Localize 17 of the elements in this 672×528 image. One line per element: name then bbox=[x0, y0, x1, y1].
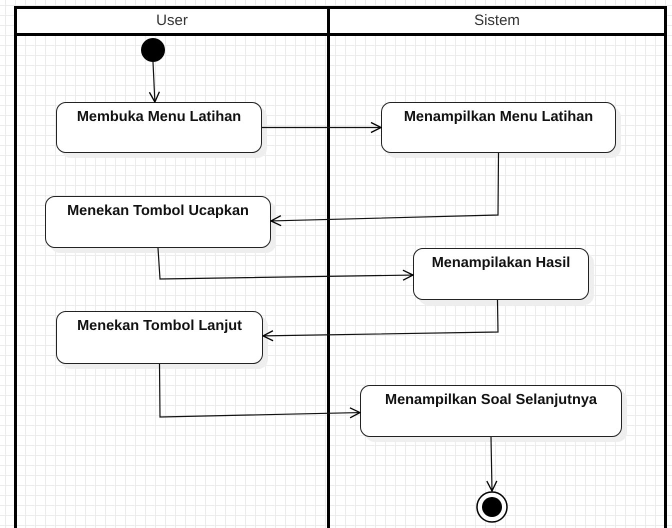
arrow bbox=[158, 364, 361, 418]
activity-label: Menampilakan Hasil bbox=[432, 255, 570, 271]
swimlane bbox=[14, 6, 330, 528]
arrow bbox=[262, 300, 499, 342]
arrow bbox=[157, 248, 414, 281]
activity-label: Menekan Tombol Lanjut bbox=[77, 318, 242, 334]
activity-label: Menampilkan Menu Latihan bbox=[404, 109, 594, 125]
activity-label: Membuka Menu Latihan bbox=[76, 109, 242, 125]
arrow bbox=[270, 153, 500, 226]
lane-title: User bbox=[156, 12, 188, 30]
swimlane bbox=[327, 6, 667, 528]
arrow bbox=[262, 122, 382, 134]
arrow bbox=[148, 62, 160, 103]
arrow bbox=[486, 436, 498, 492]
activity-label: Menekan Tombol Ucapkan bbox=[67, 203, 249, 219]
lane-title: Sistem bbox=[474, 12, 520, 30]
activity-label: Menampilkan Soal Selanjutnya bbox=[385, 392, 597, 408]
